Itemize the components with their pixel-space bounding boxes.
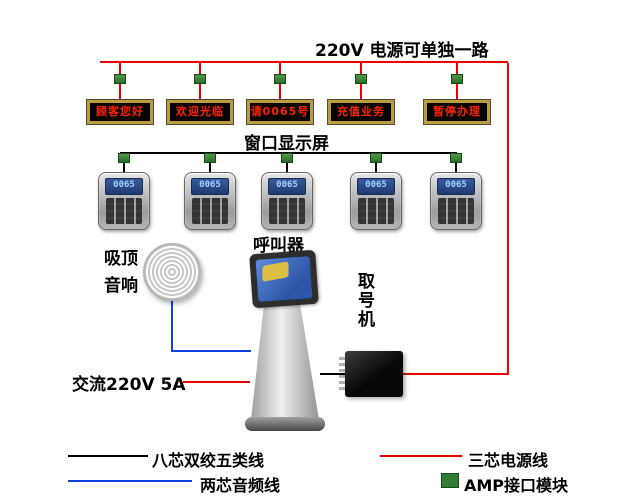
- audio-line: [171, 301, 173, 352]
- led-window-display: 暂停办理: [423, 99, 491, 125]
- caller-device: 0065: [261, 172, 313, 230]
- data-drop-line: [375, 154, 377, 172]
- data-drop-line: [209, 154, 211, 172]
- power-feed-line: [507, 63, 509, 375]
- amp-interface-module: [450, 153, 462, 163]
- caller-keypad: [192, 198, 228, 224]
- amp-interface-module: [114, 74, 126, 84]
- legend-audio-line: [68, 480, 192, 482]
- legend-audio-label: 两芯音频线: [200, 476, 281, 495]
- kiosk-screen-graphic: [262, 261, 289, 282]
- caller-device: 0065: [350, 172, 402, 230]
- data-drop-line: [123, 154, 125, 172]
- kiosk-amp-data-line: [320, 373, 345, 375]
- caller-keypad: [358, 198, 394, 224]
- caller-lcd: 0065: [105, 178, 143, 195]
- legend-cat5-label: 八芯双绞五类线: [152, 451, 265, 470]
- led-window-display: 充值业务: [327, 99, 395, 125]
- kiosk-screen-content: [255, 256, 313, 302]
- amp-interface-module: [194, 74, 206, 84]
- data-drop-line: [286, 154, 288, 172]
- amp-interface-module: [281, 153, 293, 163]
- power-bus-line: [100, 61, 508, 63]
- amp-interface-module: [274, 74, 286, 84]
- kiosk-base: [245, 417, 325, 431]
- ac-power-line: [183, 381, 250, 383]
- caller-device: 0065: [98, 172, 150, 230]
- caller-keypad: [438, 198, 474, 224]
- data-drop-line: [455, 154, 457, 172]
- amp-interface-module: [204, 153, 216, 163]
- power-feed-line: [403, 373, 509, 375]
- legend-power-label: 三芯电源线: [468, 451, 549, 470]
- caller-lcd: 0065: [357, 178, 395, 195]
- led-window-display: 请0065号: [246, 99, 314, 125]
- caller-lcd: 0065: [191, 178, 229, 195]
- kiosk-body: [250, 302, 320, 420]
- caller-device: 0065: [184, 172, 236, 230]
- window-display-label: 窗口显示屏: [244, 134, 329, 154]
- power-note-title: 220V 电源可单独一路: [315, 41, 489, 61]
- led-window-display: 顾客您好: [86, 99, 154, 125]
- legend-cat5-line: [68, 455, 148, 457]
- caller-lcd: 0065: [437, 178, 475, 195]
- amp-module: [345, 351, 403, 397]
- caller-keypad: [106, 198, 142, 224]
- ac-power-label: 交流220V 5A: [72, 375, 186, 395]
- audio-line: [171, 350, 251, 352]
- amp-module-pins: [339, 357, 346, 391]
- legend-amp-square: [441, 473, 459, 488]
- amp-interface-module: [355, 74, 367, 84]
- amp-interface-module: [451, 74, 463, 84]
- led-window-display: 欢迎光临: [166, 99, 234, 125]
- speaker-label: 吸顶音响: [104, 249, 138, 297]
- amp-interface-module: [118, 153, 130, 163]
- kiosk-label: 取号机: [354, 272, 374, 329]
- legend-power-line: [380, 455, 462, 457]
- amp-interface-module: [370, 153, 382, 163]
- caller-lcd: 0065: [268, 178, 306, 195]
- legend-amp-label: AMP接口模块: [464, 476, 569, 495]
- ceiling-speaker: [143, 243, 201, 301]
- kiosk-screen: [249, 249, 319, 309]
- caller-device: 0065: [430, 172, 482, 230]
- caller-keypad: [269, 198, 305, 224]
